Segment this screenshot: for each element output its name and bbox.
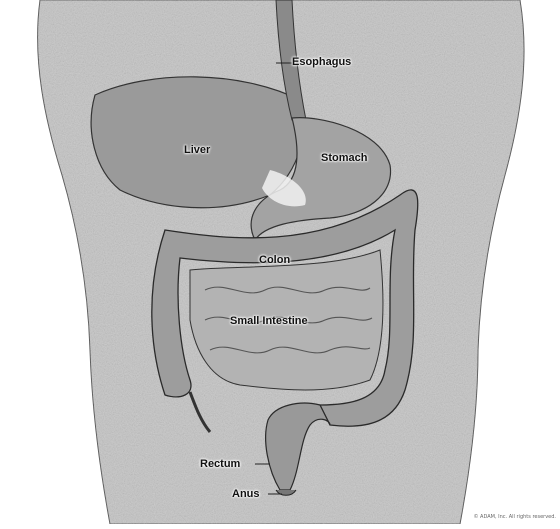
rectum-label: Rectum bbox=[200, 458, 240, 470]
stomach-label: Stomach bbox=[321, 152, 367, 164]
small-intestine-label: Small Intestine bbox=[230, 315, 308, 327]
anus-label: Anus bbox=[232, 488, 260, 500]
copyright-credit: © ADAM, Inc. All rights reserved. bbox=[473, 514, 556, 520]
esophagus-label: Esophagus bbox=[292, 56, 351, 68]
colon-label: Colon bbox=[259, 254, 290, 266]
liver-label: Liver bbox=[184, 144, 210, 156]
